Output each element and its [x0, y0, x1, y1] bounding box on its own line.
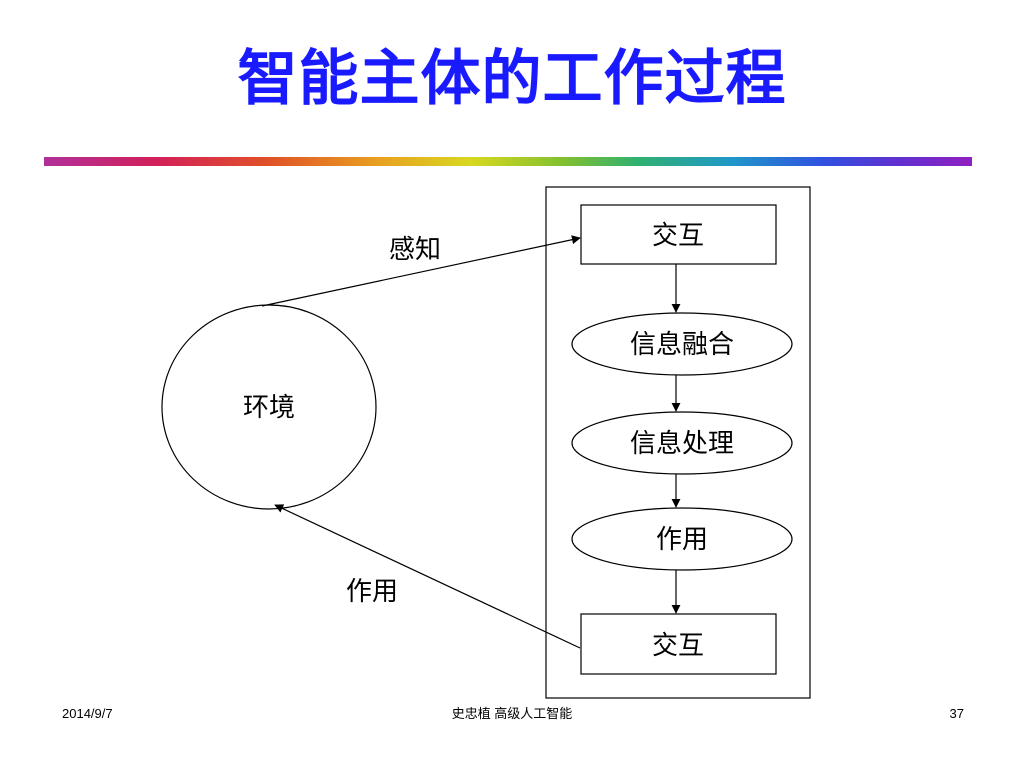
interaction-bottom-box: [580, 613, 777, 675]
info-processing-label: 信息处理: [630, 429, 734, 459]
footer-page-number: 37: [949, 706, 964, 721]
action-feedback-label: 作用: [346, 577, 398, 607]
interaction-top-label: 交互: [652, 221, 704, 251]
slide-title: 智能主体的工作过程: [237, 44, 787, 114]
perception-arrow: [261, 235, 581, 307]
action-feedback-arrow: [274, 504, 581, 649]
action-node: [571, 507, 793, 571]
info-fusion-label: 信息融合: [630, 330, 734, 360]
perception-label: 感知: [389, 235, 441, 265]
info-fusion-node: [571, 312, 793, 376]
info-processing-node: [571, 411, 793, 475]
action-node-label: 作用: [656, 525, 708, 555]
title-gradient-rule: [44, 157, 972, 166]
interaction-top-box: [580, 204, 777, 265]
footer-date: 2014/9/7: [62, 706, 113, 721]
environment-label: 环境: [243, 393, 295, 423]
footer-author-course: 史忠植 高级人工智能: [451, 706, 573, 721]
interaction-bottom-label: 交互: [652, 631, 704, 661]
agent-container: [545, 186, 811, 699]
